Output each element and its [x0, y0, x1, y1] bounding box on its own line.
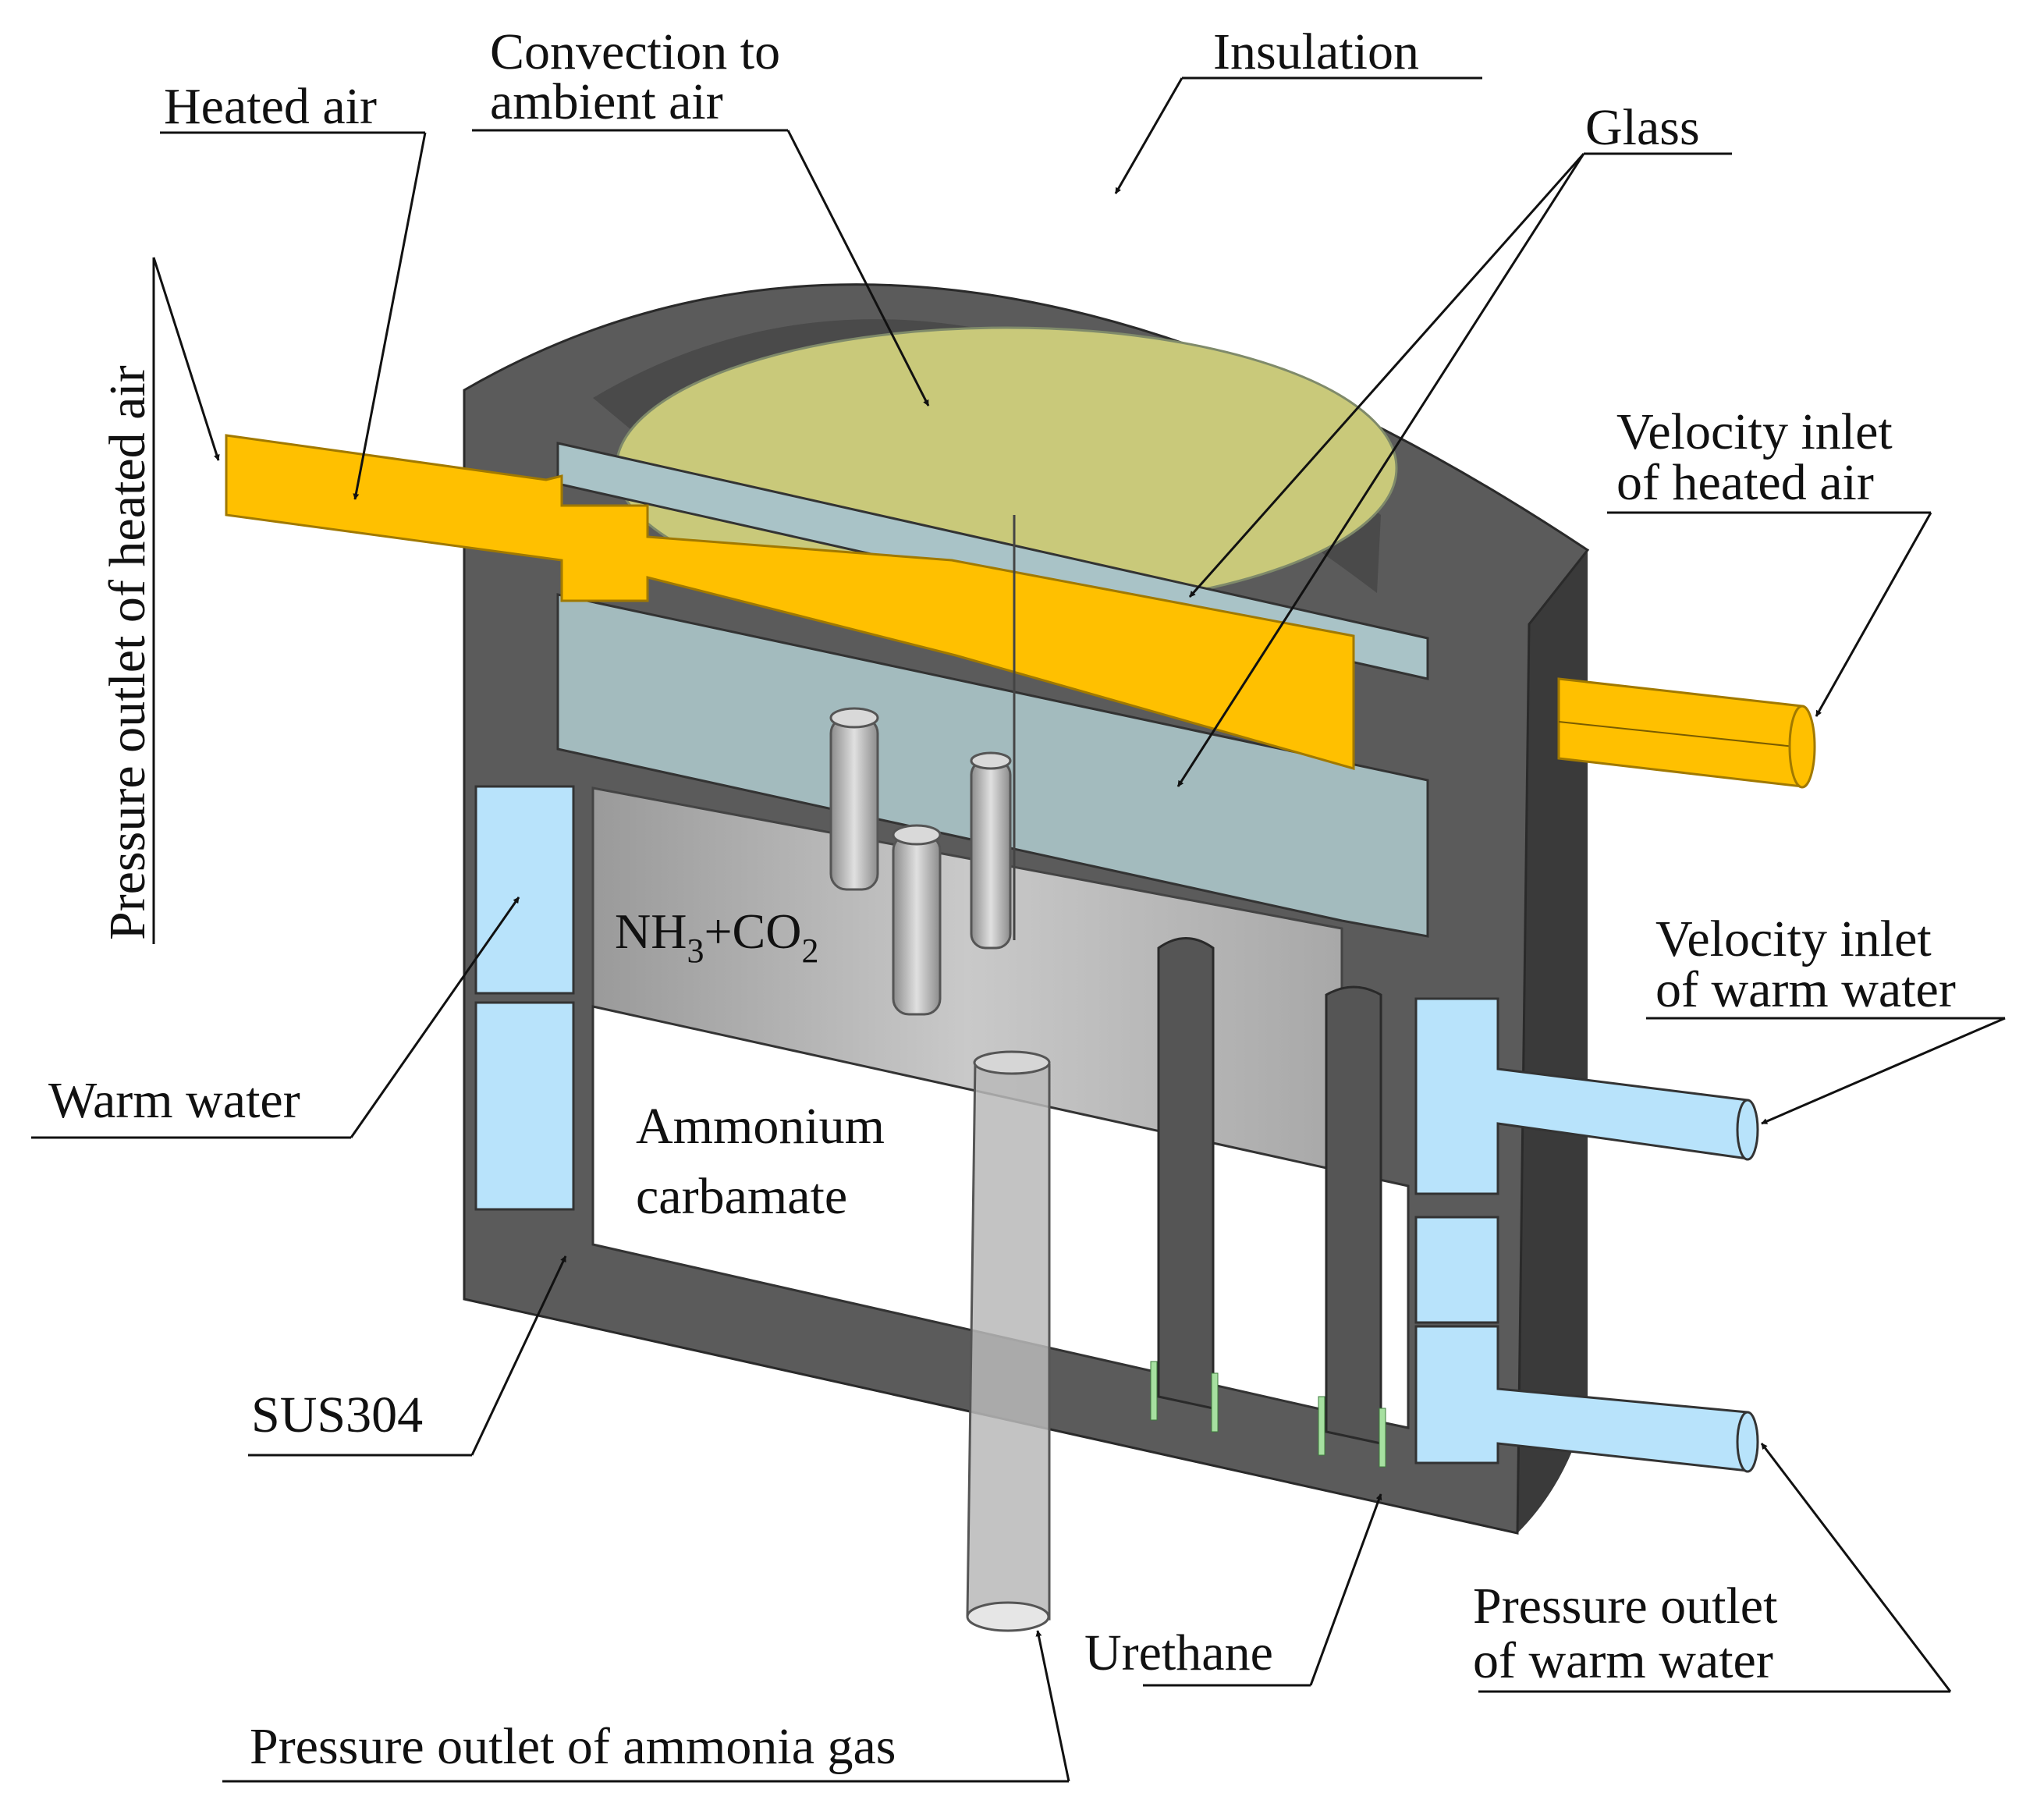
heated-air-text: Heated air: [164, 78, 377, 135]
urethane-seal: [1150, 1361, 1158, 1421]
inner-tube: [829, 716, 879, 891]
inner-tube: [892, 833, 942, 1016]
insulation-text: Insulation: [1213, 23, 1419, 80]
label-sus304: SUS304: [248, 1255, 567, 1457]
inner-tube-cap: [892, 824, 942, 846]
dark-rod: [1157, 937, 1215, 1410]
ammonia-pipe-top: [973, 1050, 1051, 1075]
ammonia-pipe-opening: [966, 1601, 1050, 1632]
pressure-outlet-heated-air-text: Pressure outlet of heated air: [99, 365, 156, 940]
sus304-text: SUS304: [251, 1386, 423, 1443]
heated-air-inlet-pipe: [1557, 677, 1816, 789]
warm-water-inlet-opening: [1736, 1099, 1759, 1161]
pressure-outlet-warm-water-text-1: Pressure outlet: [1473, 1578, 1777, 1635]
warm-water-panel: [474, 1001, 575, 1211]
urethane-seal: [1211, 1372, 1219, 1433]
warm-water-panel: [474, 785, 575, 995]
glass-text: Glass: [1585, 99, 1700, 156]
urethane-seal: [1379, 1408, 1386, 1468]
gas-mixture-label: NH3+CO2: [615, 904, 818, 970]
warm-water-left: [474, 785, 575, 1211]
warm-water-right: [1414, 997, 1759, 1473]
inner-tube-cap: [829, 707, 879, 729]
label-pressure-outlet-heated-air: Pressure outlet of heated air: [99, 257, 220, 944]
heated-air-inlet-opening: [1788, 705, 1816, 789]
ammonia-outlet-pipe: [966, 1050, 1051, 1632]
pressure-outlet-ammonia-text: Pressure outlet of ammonia gas: [250, 1718, 896, 1775]
urethane-text: Urethane: [1084, 1624, 1273, 1681]
velocity-inlet-heated-air-text-1: Velocity inlet: [1616, 403, 1893, 460]
label-velocity-inlet-warm-water: Velocity inlet of warm water: [1646, 911, 2006, 1125]
label-pressure-outlet-ammonia: Pressure outlet of ammonia gas: [222, 1630, 1070, 1783]
convection-text-1: Convection to: [490, 23, 780, 80]
label-urethane: Urethane: [1084, 1493, 1382, 1687]
inner-tubes: [829, 707, 1012, 1016]
label-heated-air: Heated air: [160, 78, 427, 500]
label-convection: Convection to ambient air: [472, 23, 930, 407]
label-glass: Glass: [1176, 99, 1732, 787]
velocity-inlet-heated-air-text-2: of heated air: [1616, 454, 1874, 511]
label-ammonium-carbamate: Ammonium carbamate: [636, 1098, 885, 1225]
dark-rod: [1325, 985, 1382, 1445]
ammonium-text-1: Ammonium: [636, 1098, 885, 1155]
label-velocity-inlet-heated-air: Velocity inlet of heated air: [1607, 403, 1932, 717]
inner-tube: [970, 759, 1012, 950]
velocity-inlet-warm-water-text-2: of warm water: [1655, 961, 1956, 1018]
pressure-outlet-warm-water-text-2: of warm water: [1473, 1632, 1773, 1689]
label-warm-water: Warm water: [31, 896, 520, 1139]
convection-text-2: ambient air: [490, 73, 723, 130]
ammonia-pipe-body: [966, 1060, 1051, 1621]
urethane-rods: [1150, 937, 1386, 1468]
velocity-inlet-warm-water-text-1: Velocity inlet: [1655, 911, 1932, 967]
ammonium-text-2: carbamate: [636, 1168, 847, 1225]
inlet-pipe-seam: [1558, 721, 1803, 748]
label-insulation: Insulation: [1114, 23, 1482, 194]
heated-air-duct: [225, 434, 1355, 770]
warm-water-outlet-pipe: [1414, 1216, 1499, 1324]
insulation-side-face: [1517, 550, 1588, 1533]
heated-air-inlet-pipe-body: [1557, 677, 1804, 788]
warm-water-outlet-opening: [1736, 1411, 1759, 1473]
warm-water-text: Warm water: [48, 1072, 300, 1129]
urethane-seal: [1318, 1396, 1325, 1456]
label-pressure-outlet-warm-water: Pressure outlet of warm water: [1473, 1443, 1952, 1693]
inner-tube-cap: [970, 751, 1012, 770]
